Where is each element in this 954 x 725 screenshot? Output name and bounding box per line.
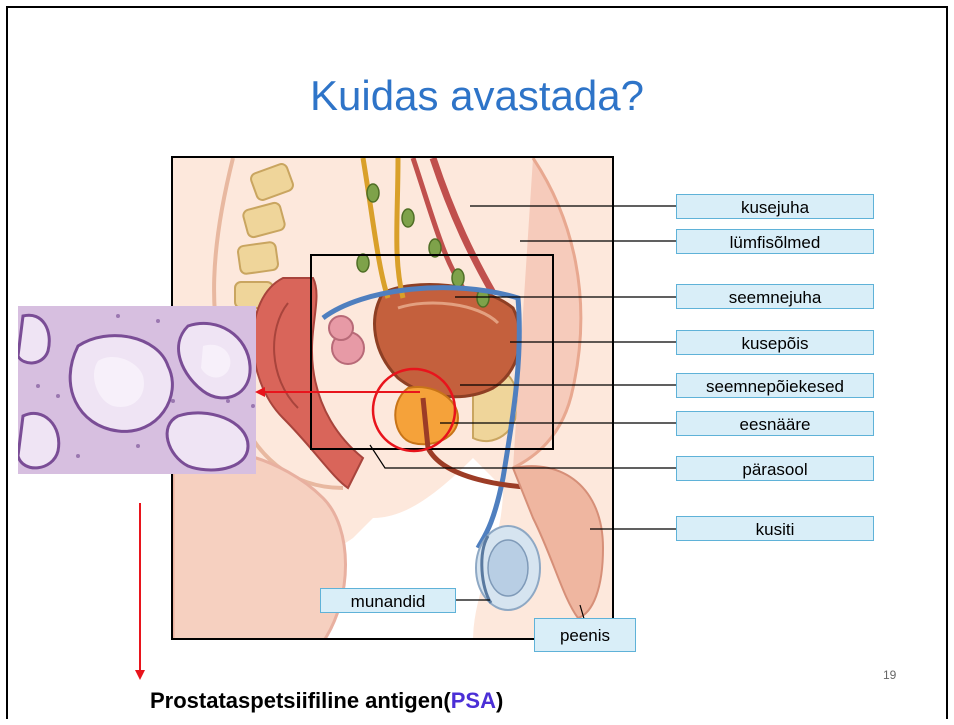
zoom-box	[310, 254, 554, 450]
label-seemnepoiekesed: seemnepõiekesed	[676, 373, 874, 398]
label-peenis: peenis	[534, 618, 636, 652]
page-number: 19	[883, 668, 896, 682]
histology-image	[18, 306, 256, 474]
label-lymfisolmed: lümfisõlmed	[676, 229, 874, 254]
slide-title: Kuidas avastada?	[0, 72, 954, 120]
psa-heading-suffix: )	[496, 688, 503, 713]
label-munandid: munandid	[320, 588, 456, 613]
label-kusejuha: kusejuha	[676, 194, 874, 219]
label-eesnaare: eesnääre	[676, 411, 874, 436]
psa-abbreviation: PSA	[451, 688, 496, 713]
psa-heading: Prostataspetsiifiline antigen(PSA)	[150, 688, 503, 714]
psa-heading-prefix: Prostataspetsiifiline antigen(	[150, 688, 451, 713]
label-seemnejuha: seemnejuha	[676, 284, 874, 309]
label-parasool: pärasool	[676, 456, 874, 481]
label-kusepois: kusepõis	[676, 330, 874, 355]
label-kusiti: kusiti	[676, 516, 874, 541]
histology-drawing	[18, 306, 256, 474]
